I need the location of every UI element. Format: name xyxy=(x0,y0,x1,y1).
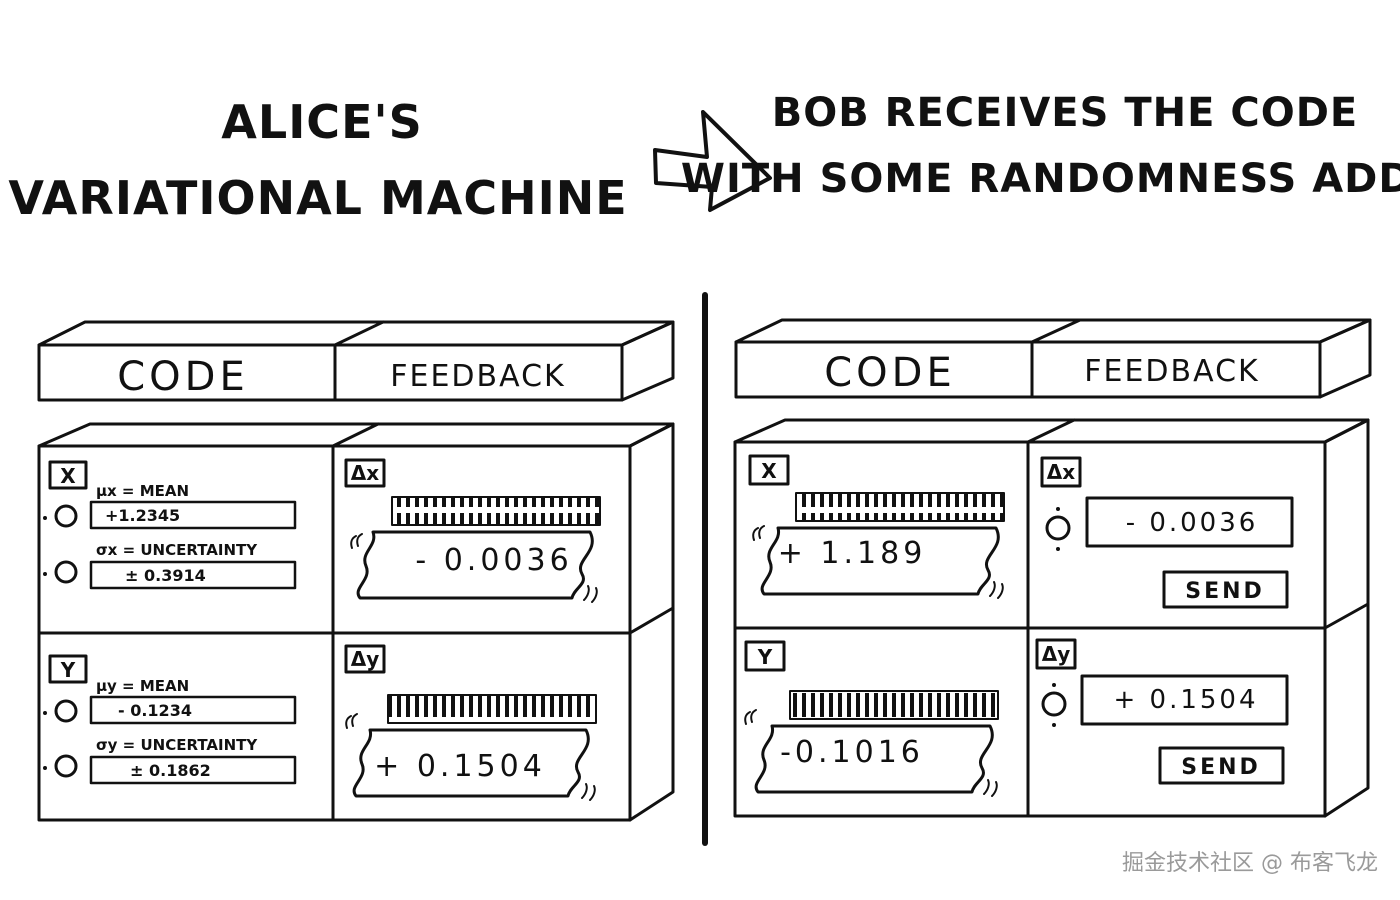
left-x-delta-label: Δx xyxy=(351,461,379,485)
right-x-code-value: + 1.189 xyxy=(778,536,927,571)
left-x-code: X μx = MEAN +1.2345 σx = UNCERTAINTY ± 0… xyxy=(43,460,297,590)
right-x-var-label: X xyxy=(761,459,777,483)
right-y-code: Y -0.1016 xyxy=(744,640,999,797)
left-y-unc-label: σy = UNCERTAINTY xyxy=(96,736,258,754)
right-y-feedback-value: + 0.1504 xyxy=(1113,685,1258,715)
left-x-unc-knob-icon[interactable] xyxy=(54,560,78,584)
left-title-line1: ALICE'S xyxy=(221,95,422,149)
right-code-tab: CODE xyxy=(824,350,956,396)
left-x-unc-value: ± 0.3914 xyxy=(125,566,206,585)
left-x-tape xyxy=(356,530,594,600)
right-x-tape xyxy=(760,526,1000,596)
left-y-unc-knob-icon[interactable] xyxy=(54,754,78,778)
right-y-tape xyxy=(754,724,994,794)
right-x-delta-label: Δx xyxy=(1047,460,1075,484)
left-x-mean-field[interactable] xyxy=(89,500,297,530)
right-x-send-button[interactable] xyxy=(1162,570,1289,609)
right-feedback-tab: FEEDBACK xyxy=(1084,354,1259,389)
right-y-tape-ridges xyxy=(789,690,999,720)
right-y-var-label: Y xyxy=(757,645,773,669)
left-x-unc-field[interactable] xyxy=(89,560,297,590)
left-y-unc-field[interactable] xyxy=(89,755,297,785)
left-y-unc-value: ± 0.1862 xyxy=(130,761,211,780)
left-x-mean-value: +1.2345 xyxy=(105,506,180,525)
left-panel xyxy=(37,320,675,822)
right-y-feedback-field[interactable] xyxy=(1080,674,1289,726)
right-x-tape-ridges xyxy=(795,492,1005,522)
arrow-icon xyxy=(653,110,772,212)
left-x-mean-label: μx = MEAN xyxy=(96,482,189,500)
left-y-feedback: Δy + 0.1504 xyxy=(344,644,597,801)
right-x-feedback: Δx - 0.0036 SEND xyxy=(1040,456,1294,609)
left-y-mean-field[interactable] xyxy=(89,695,297,725)
left-code-tab: CODE xyxy=(117,354,249,400)
right-y-send-button[interactable] xyxy=(1158,746,1285,785)
left-y-code: Y μy = MEAN - 0.1234 σy = UNCERTAINTY ± … xyxy=(43,654,297,785)
right-x-feedback-value: - 0.0036 xyxy=(1126,508,1259,538)
right-panel xyxy=(733,318,1372,818)
right-y-send-label: SEND xyxy=(1181,755,1261,780)
right-y-knob-icon[interactable] xyxy=(1041,691,1067,717)
watermark: 掘金技术社区 @ 布客飞龙 xyxy=(1122,851,1378,876)
left-feedback-tab: FEEDBACK xyxy=(390,359,565,394)
left-x-tape-ridges xyxy=(391,496,601,526)
left-y-feedback-value: + 0.1504 xyxy=(374,749,546,784)
right-x-code: X + 1.189 xyxy=(748,454,1005,599)
right-y-code-value: -0.1016 xyxy=(780,735,924,770)
left-y-mean-knob-icon[interactable] xyxy=(54,699,78,723)
left-y-delta-label: Δy xyxy=(351,647,380,671)
right-title-line1: BOB RECEIVES THE CODE xyxy=(772,90,1359,136)
left-x-feedback-value: - 0.0036 xyxy=(415,543,572,578)
left-x-mean-knob-icon[interactable] xyxy=(54,504,78,528)
right-y-delta-label: Δy xyxy=(1042,642,1071,666)
left-y-var-label: Y xyxy=(60,658,76,682)
right-y-feedback: Δy + 0.1504 SEND xyxy=(1035,638,1289,785)
right-title-line2: WITH SOME RANDOMNESS ADDED xyxy=(681,156,1400,202)
left-y-mean-label: μy = MEAN xyxy=(96,677,189,695)
left-title-line2: VARIATIONAL MACHINE xyxy=(8,171,627,225)
left-x-var-label: X xyxy=(60,464,76,488)
right-x-knob-icon[interactable] xyxy=(1045,515,1071,541)
left-y-tape xyxy=(352,728,590,798)
left-x-unc-label: σx = UNCERTAINTY xyxy=(96,541,258,559)
left-y-mean-value: - 0.1234 xyxy=(118,701,192,720)
right-x-send-label: SEND xyxy=(1185,579,1265,604)
right-x-feedback-field[interactable] xyxy=(1085,496,1294,548)
left-x-feedback: Δx - 0.0036 xyxy=(344,458,601,603)
left-y-tape-ridges xyxy=(387,694,597,724)
